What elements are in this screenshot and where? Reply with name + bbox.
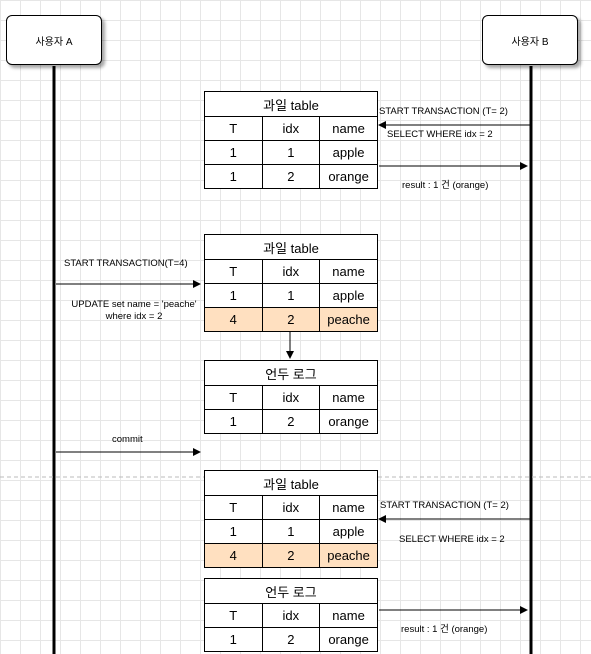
table-row: 1 1 apple xyxy=(204,283,378,308)
undo-log-2: 언두 로그 T idx name 1 2 orange xyxy=(204,578,378,652)
header-cell: name xyxy=(319,603,378,628)
msg-b-start-1: START TRANSACTION (T= 2) xyxy=(379,106,508,117)
msg-result-2: result : 1 건 (orange) xyxy=(401,624,488,635)
header-cell: idx xyxy=(261,495,321,520)
table-cell: peache xyxy=(319,307,378,332)
table-title: 과일 table xyxy=(204,470,378,496)
table-cell: 1 xyxy=(261,519,321,544)
table-title: 언두 로그 xyxy=(204,578,378,604)
table-cell: 2 xyxy=(261,307,321,332)
table-cell: orange xyxy=(319,627,378,652)
header-cell: name xyxy=(319,116,378,141)
table-cell: 2 xyxy=(261,164,321,189)
table-title: 과일 table xyxy=(204,91,378,117)
table-row-highlighted: 4 2 peache xyxy=(204,307,378,332)
table-cell: 1 xyxy=(204,140,263,165)
header-cell: name xyxy=(319,495,378,520)
msg-a-update: UPDATE set name = 'peache' where idx = 2 xyxy=(66,299,202,323)
actor-a: 사용자 A xyxy=(6,15,102,65)
msg-result-1: result : 1 건 (orange) xyxy=(402,180,489,191)
table-cell: 2 xyxy=(261,543,321,568)
table-cell: apple xyxy=(319,140,378,165)
table-cell: 1 xyxy=(261,140,321,165)
table-row: 1 1 apple xyxy=(204,140,378,165)
table-cell: apple xyxy=(319,283,378,308)
table-header-row: T idx name xyxy=(204,385,378,410)
table-cell: orange xyxy=(319,164,378,189)
header-cell: idx xyxy=(261,603,321,628)
table-cell: 1 xyxy=(204,519,263,544)
header-cell: T xyxy=(204,495,263,520)
table-row-highlighted: 4 2 peache xyxy=(204,543,378,568)
table-cell: 1 xyxy=(204,627,263,652)
table-cell: 2 xyxy=(261,409,321,434)
table-cell: 4 xyxy=(204,307,263,332)
fruit-table-1: 과일 table T idx name 1 1 apple 1 2 orange xyxy=(204,91,378,189)
undo-log-1: 언두 로그 T idx name 1 2 orange xyxy=(204,360,378,434)
msg-b-select-2: SELECT WHERE idx = 2 xyxy=(399,534,505,545)
table-header-row: T idx name xyxy=(204,259,378,284)
header-cell: idx xyxy=(261,259,321,284)
table-title: 과일 table xyxy=(204,234,378,260)
table-cell: 2 xyxy=(261,627,321,652)
table-cell: 4 xyxy=(204,543,263,568)
table-cell: apple xyxy=(319,519,378,544)
msg-a-update-line2: where idx = 2 xyxy=(105,311,163,322)
table-row: 1 2 orange xyxy=(204,409,378,434)
actor-b: 사용자 B xyxy=(482,15,578,65)
table-cell: 1 xyxy=(204,409,263,434)
table-header-row: T idx name xyxy=(204,116,378,141)
msg-b-select-1: SELECT WHERE idx = 2 xyxy=(387,129,493,140)
table-row: 1 1 apple xyxy=(204,519,378,544)
table-row: 1 2 orange xyxy=(204,627,378,652)
header-cell: idx xyxy=(261,385,321,410)
fruit-table-2: 과일 table T idx name 1 1 apple 4 2 peache xyxy=(204,234,378,332)
table-cell: 1 xyxy=(261,283,321,308)
actor-b-label: 사용자 B xyxy=(511,36,549,48)
table-cell: 1 xyxy=(204,283,263,308)
header-cell: T xyxy=(204,259,263,284)
table-cell: 1 xyxy=(204,164,263,189)
table-cell: orange xyxy=(319,409,378,434)
header-cell: idx xyxy=(261,116,321,141)
table-row: 1 2 orange xyxy=(204,164,378,189)
table-header-row: T idx name xyxy=(204,603,378,628)
msg-a-commit: commit xyxy=(112,434,143,445)
header-cell: T xyxy=(204,385,263,410)
table-header-row: T idx name xyxy=(204,495,378,520)
header-cell: T xyxy=(204,603,263,628)
msg-b-start-2: START TRANSACTION (T= 2) xyxy=(380,500,509,511)
table-title: 언두 로그 xyxy=(204,360,378,386)
header-cell: name xyxy=(319,259,378,284)
header-cell: name xyxy=(319,385,378,410)
header-cell: T xyxy=(204,116,263,141)
table-cell: peache xyxy=(319,543,378,568)
msg-a-update-line1: UPDATE set name = 'peache' xyxy=(71,299,197,310)
fruit-table-3: 과일 table T idx name 1 1 apple 4 2 peache xyxy=(204,470,378,568)
msg-a-start: START TRANSACTION(T=4) xyxy=(64,258,188,269)
actor-a-label: 사용자 A xyxy=(35,36,73,48)
